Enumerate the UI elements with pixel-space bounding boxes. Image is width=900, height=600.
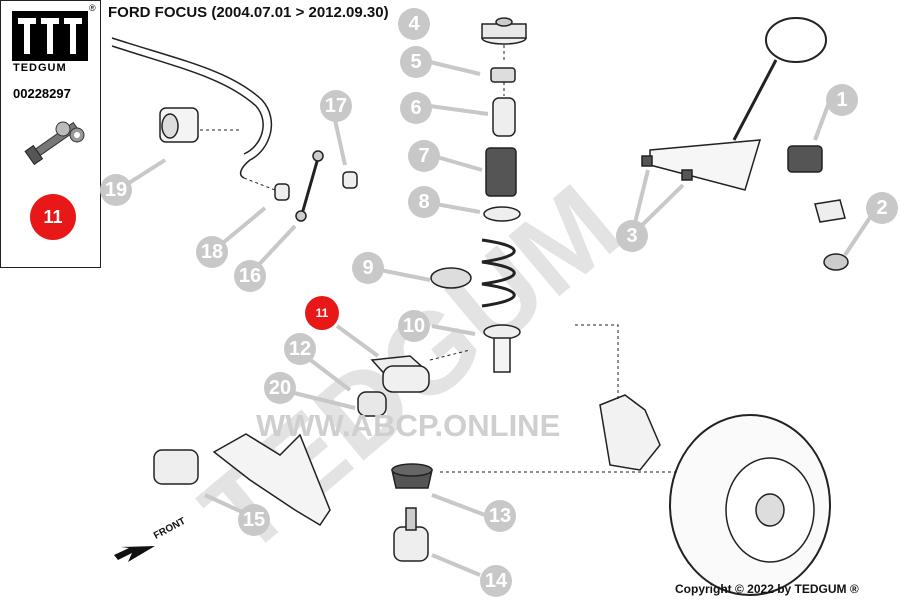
part-info-panel: ® TEDGUM 00228297 11 xyxy=(0,0,101,268)
callout-16: 16 xyxy=(234,260,266,292)
callout-2: 2 xyxy=(866,192,898,224)
callout-8: 8 xyxy=(408,186,440,218)
registered-mark: ® xyxy=(89,3,96,13)
callout-3: 3 xyxy=(616,220,648,252)
callout-11: 11 xyxy=(305,296,339,330)
brand-name: TEDGUM xyxy=(13,62,67,74)
part-number: 00228297 xyxy=(13,86,71,101)
vehicle-title: FORD FOCUS (2004.07.01 > 2012.09.30) xyxy=(108,4,389,21)
callout-18: 18 xyxy=(196,236,228,268)
callout-7: 7 xyxy=(408,140,440,172)
copyright-text: Copyright © 2022 by TEDGUM ® xyxy=(675,582,859,596)
callout-12: 12 xyxy=(284,333,316,365)
callout-4: 4 xyxy=(398,8,430,40)
callout-15: 15 xyxy=(238,504,270,536)
callout-9: 9 xyxy=(352,252,384,284)
callout-5: 5 xyxy=(400,46,432,78)
watermark-url: WWW.ABCP.ONLINE xyxy=(256,408,561,443)
callout-17: 17 xyxy=(320,90,352,122)
callout-1: 1 xyxy=(826,84,858,116)
callout-14: 14 xyxy=(480,565,512,597)
callout-13: 13 xyxy=(484,500,516,532)
callout-20: 20 xyxy=(264,372,296,404)
callout-6: 6 xyxy=(400,92,432,124)
front-arrow-icon xyxy=(114,546,155,562)
tedgum-logo xyxy=(12,11,88,61)
callout-10: 10 xyxy=(398,310,430,342)
highlight-badge: 11 xyxy=(30,194,76,240)
callout-19: 19 xyxy=(100,174,132,206)
bolt-kit-icon xyxy=(24,121,85,166)
